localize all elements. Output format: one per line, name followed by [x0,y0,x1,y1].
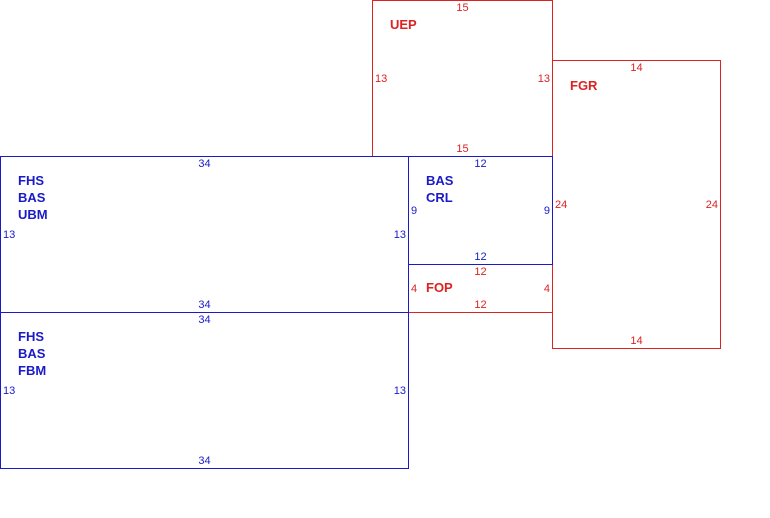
dimension-top: 12 [474,266,487,278]
room-label: FGR [570,78,598,93]
dimension-bottom: 14 [630,335,643,347]
dimension-right: 13 [537,72,550,85]
dimension-right: 9 [543,204,550,217]
room-fhs-bas-fbm: FHS BAS FBM 34 34 13 13 [0,312,409,469]
dimension-top: 15 [456,2,469,14]
dimension-top: 34 [198,158,211,170]
dimension-top: 34 [198,314,211,326]
dimension-right: 13 [393,228,406,241]
dimension-left: 4 [411,282,418,295]
room-uep: UEP 15 15 13 13 [372,0,553,157]
dimension-left: 13 [375,72,388,85]
dimension-left: 13 [3,228,16,241]
room-fgr: FGR 14 14 24 24 [552,60,721,349]
dimension-right: 13 [393,384,406,397]
dimension-top: 14 [630,62,643,74]
dimension-left: 13 [3,384,16,397]
dimension-bottom: 34 [198,299,211,311]
room-label: UEP [390,17,417,32]
dimension-bottom: 12 [474,251,487,263]
room-label: FHS BAS FBM [18,329,47,378]
room-label: FOP [426,280,453,295]
room-fhs-bas-ubm: FHS BAS UBM 34 34 13 13 [0,156,409,313]
room-label: FHS BAS UBM [18,173,48,222]
dimension-bottom: 34 [198,455,211,467]
dimension-left: 9 [411,204,418,217]
dimension-top: 12 [474,158,487,170]
dimension-bottom: 15 [456,143,469,155]
dimension-right: 24 [705,198,718,211]
room-label: BAS CRL [426,173,454,205]
room-bas-crl: BAS CRL 12 12 9 9 [408,156,553,265]
room-fop: FOP 12 12 4 4 [408,264,553,313]
dimension-right: 4 [543,282,550,295]
dimension-bottom: 12 [474,299,487,311]
dimension-left: 24 [555,198,568,211]
